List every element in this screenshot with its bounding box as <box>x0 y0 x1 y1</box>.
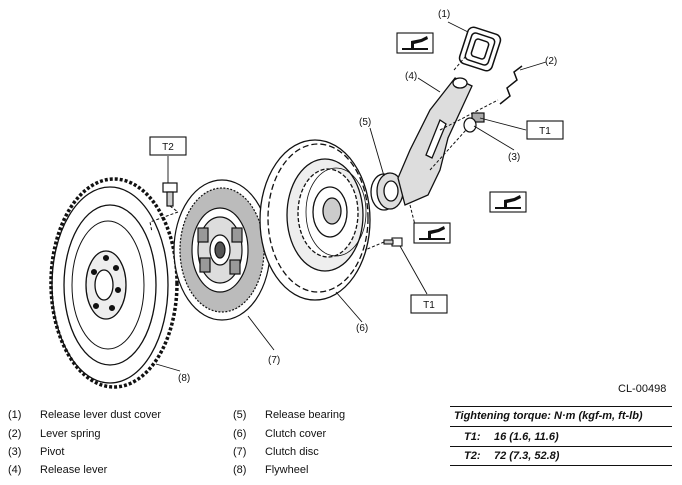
grease-can-icon <box>489 191 527 213</box>
torque-row-t1: T1:16 (1.6, 11.6) <box>464 431 559 443</box>
callout-4: (4) <box>405 71 417 82</box>
release-lever <box>397 77 473 206</box>
svg-text:T1: T1 <box>423 300 435 311</box>
assembly-guide-lines <box>409 55 499 226</box>
callout-5: (5) <box>359 117 371 128</box>
clutch-disc <box>173 179 271 321</box>
torque-tag-t2: T2 <box>149 136 187 156</box>
release-lever-dust-cover <box>458 26 502 72</box>
flywheel-bolt <box>162 182 178 207</box>
figure-code: CL-00498 <box>618 383 667 395</box>
callout-2: (2) <box>545 56 557 67</box>
torque-tag-t1-lower: T1 <box>410 294 448 314</box>
cover-bolt <box>383 237 403 247</box>
callout-3: (3) <box>508 152 520 163</box>
lever-spring <box>499 65 523 105</box>
svg-text:T1: T1 <box>539 126 551 137</box>
callout-8: (8) <box>178 373 190 384</box>
callout-6: (6) <box>356 323 368 334</box>
flywheel <box>49 177 179 389</box>
callout-1: (1) <box>438 9 450 20</box>
torque-row-t2: T2:72 (7.3, 52.8) <box>464 450 560 462</box>
clutch-cover <box>259 139 371 301</box>
pivot <box>463 112 485 133</box>
grease-can-icon <box>413 222 451 244</box>
grease-can-icon <box>396 32 434 54</box>
callout-7: (7) <box>268 355 280 366</box>
torque-tag-t1-upper: T1 <box>526 120 564 140</box>
svg-text:T2: T2 <box>162 142 174 153</box>
torque-table-title: Tightening torque: N·m (kgf-m, ft-lb) <box>454 410 643 422</box>
callout-leaders <box>155 21 547 372</box>
release-bearing <box>370 172 404 211</box>
